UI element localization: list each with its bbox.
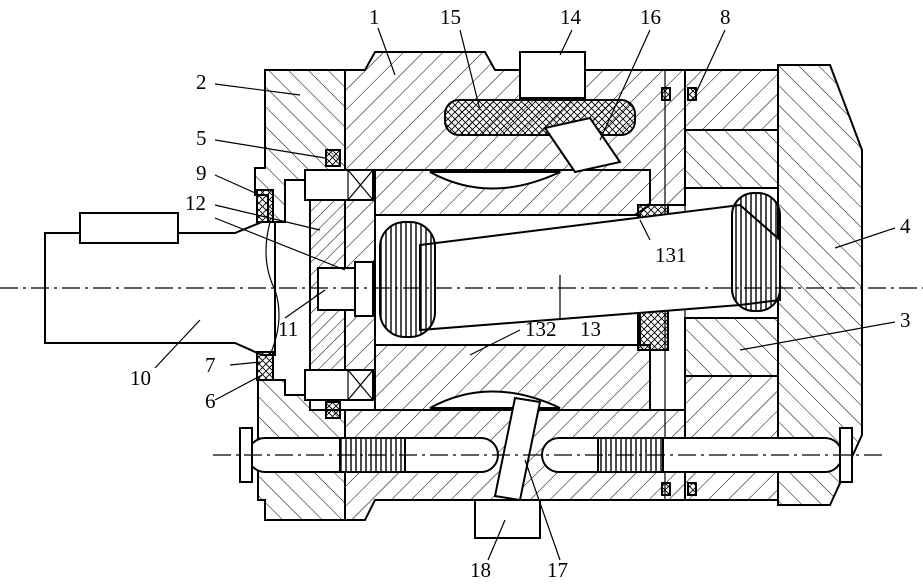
label-4: 4 <box>900 214 911 238</box>
shaft-stub-cap <box>355 262 373 316</box>
port-18 <box>475 500 540 538</box>
label-14: 14 <box>560 5 582 29</box>
piston-right-head <box>732 193 780 311</box>
label-2: 2 <box>196 70 207 94</box>
seal-bottom-a <box>662 483 670 495</box>
label-3: 3 <box>900 308 911 332</box>
label-8: 8 <box>720 5 731 29</box>
label-11: 11 <box>278 317 298 341</box>
port-plate-3-mid-upper <box>685 130 778 188</box>
bearing-bottom <box>305 370 373 400</box>
label-17: 17 <box>547 558 568 582</box>
label-131: 131 <box>655 243 687 267</box>
label-13: 13 <box>580 317 601 341</box>
label-16: 16 <box>640 5 661 29</box>
seal-6 <box>326 402 340 418</box>
bearing-top <box>305 170 373 200</box>
seal-8a <box>662 88 670 100</box>
label-12: 12 <box>185 191 206 215</box>
rod-15 <box>445 100 635 135</box>
port-14 <box>520 52 585 98</box>
label-10: 10 <box>130 366 151 390</box>
label-5: 5 <box>196 126 207 150</box>
port-plate-3-upper <box>685 70 778 130</box>
label-6: 6 <box>205 389 216 413</box>
label-18: 18 <box>470 558 491 582</box>
label-9: 9 <box>196 161 207 185</box>
seal-bottom-b <box>688 483 696 495</box>
seal-5 <box>326 150 340 166</box>
port-plate-3-mid-lower <box>685 318 778 376</box>
shaft-key <box>80 213 178 243</box>
label-15: 15 <box>440 5 461 29</box>
label-132: 132 <box>525 317 557 341</box>
piston-left-head <box>380 222 435 337</box>
label-7: 7 <box>205 353 216 377</box>
seal-8b <box>688 88 696 100</box>
label-1: 1 <box>369 5 380 29</box>
